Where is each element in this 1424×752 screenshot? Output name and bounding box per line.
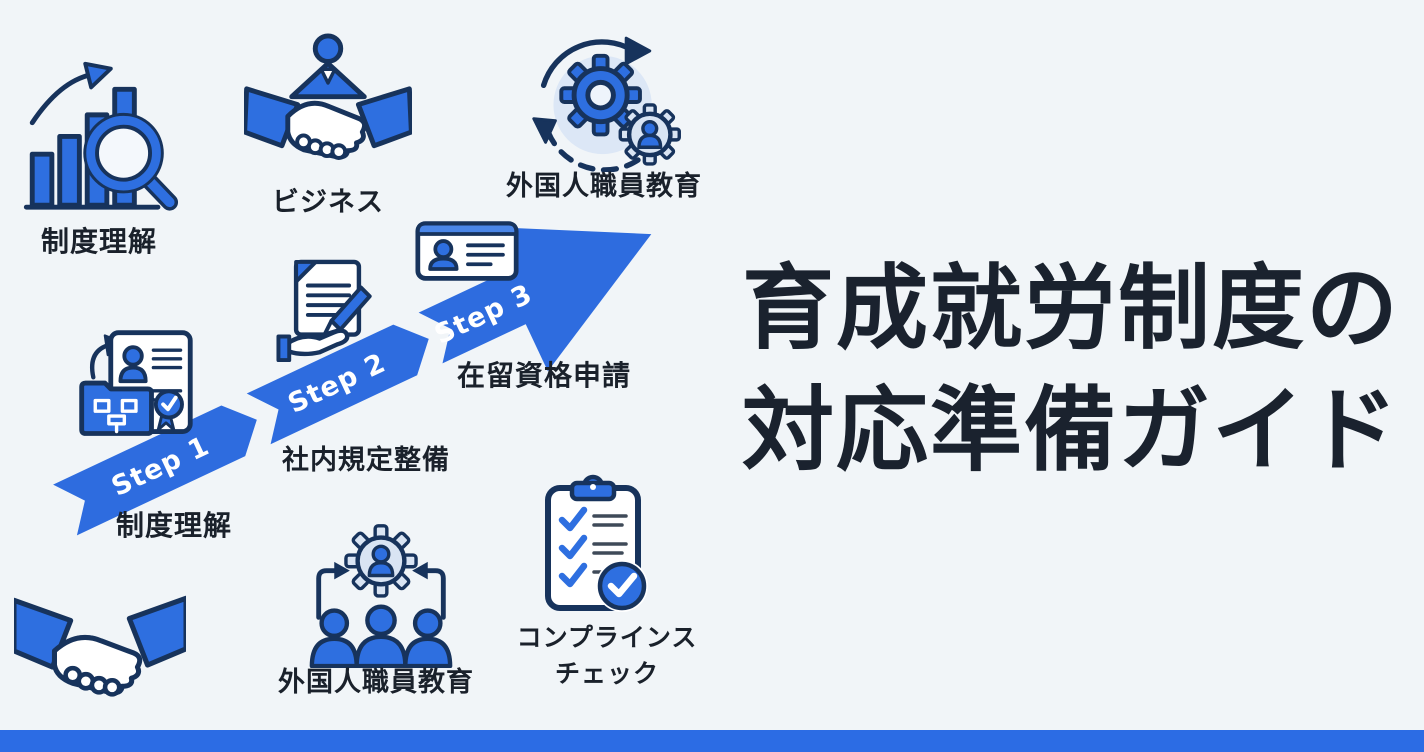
clipboard-check-label-line1: コンプラインス (516, 623, 698, 652)
handshake-icon (14, 594, 186, 726)
arrow-head (479, 226, 652, 372)
page-title: 育成就労制度の 対応準備ガイド (742, 248, 1400, 492)
records-folder-icon (72, 326, 198, 446)
document-pen-hand-icon (276, 258, 380, 364)
step3-band (418, 266, 541, 364)
bar-chart-magnifier-icon (20, 54, 178, 216)
team-gear-icon (280, 520, 482, 668)
step1-caption: 制度理解 (115, 509, 232, 542)
page-title-line1: 育成就労制度の (742, 255, 1401, 362)
gears-sync-icon (522, 34, 694, 172)
step2-band (246, 324, 429, 445)
step1-band (53, 405, 257, 536)
page-title-line2: 対応準備ガイド (742, 377, 1401, 484)
step3-caption: 在留資格申請 (456, 359, 631, 392)
footer-bar (0, 730, 1424, 752)
businessman-handshake-icon (244, 32, 412, 184)
gears-sync-label: 外国人職員教育 (506, 171, 702, 202)
step2-caption: 社内規定整備 (282, 445, 450, 476)
id-card-icon (415, 220, 519, 282)
businessman-handshake-label: ビジネス (272, 187, 384, 218)
bar-chart-magnifier-label: 制度理解 (40, 225, 157, 258)
step-arrow: Step 1 Step 2 Step 3 (30, 205, 710, 555)
team-gear-label: 外国人職員教育 (278, 667, 474, 698)
clipboard-check-label-line2: チェック (554, 659, 659, 688)
clipboard-check-icon (538, 474, 656, 616)
